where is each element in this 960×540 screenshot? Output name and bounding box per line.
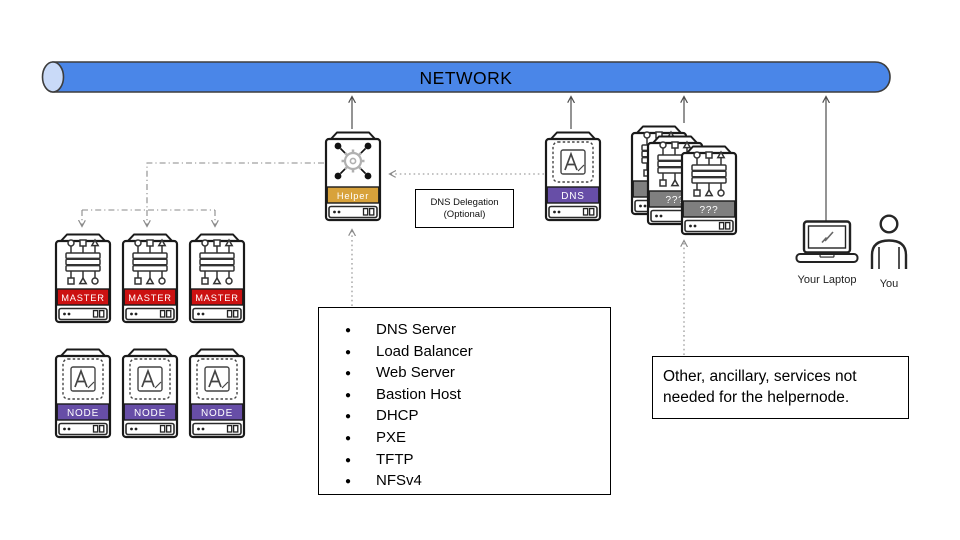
switch-icon bbox=[132, 238, 168, 285]
server-band bbox=[123, 403, 177, 421]
app-icon bbox=[552, 141, 594, 183]
server-chassis: ??? bbox=[680, 145, 738, 236]
server-drive-panel bbox=[548, 205, 598, 219]
server-band bbox=[190, 288, 244, 306]
server-drive-panel bbox=[58, 307, 108, 321]
server-label: NODE bbox=[134, 408, 166, 419]
server-drive-panel bbox=[58, 422, 108, 436]
helper-service-item: TFTP bbox=[345, 449, 610, 471]
server-label: NODE bbox=[201, 408, 233, 419]
network-pipe-cap bbox=[41, 61, 65, 93]
server-band bbox=[546, 186, 600, 204]
server-chassis: MASTER bbox=[121, 233, 179, 324]
dns-delegation-line: (Optional) bbox=[443, 209, 486, 220]
server-label: Helper bbox=[337, 191, 369, 201]
helper-service-item: DNS Server bbox=[345, 319, 610, 341]
helper-services-box: DNS ServerLoad BalancerWeb ServerBastion… bbox=[318, 307, 611, 495]
you-person: You bbox=[868, 214, 910, 290]
server-drive-panel bbox=[192, 307, 242, 321]
helper-service-item: Web Server bbox=[345, 362, 610, 384]
server-label: ??? bbox=[665, 195, 684, 206]
server-drive-panel bbox=[125, 422, 175, 436]
you-label: You bbox=[879, 278, 899, 290]
server-chassis: DNS bbox=[544, 131, 602, 222]
dns-delegation-note: DNS Delegation(Optional) bbox=[415, 189, 514, 228]
server-band bbox=[326, 186, 380, 204]
helper-service-item: Bastion Host bbox=[345, 384, 610, 406]
network-title: NETWORK bbox=[419, 68, 513, 88]
switch-icon bbox=[65, 238, 101, 285]
server-drive-panel bbox=[684, 219, 734, 233]
helper-service-item: NFSv4 bbox=[345, 470, 610, 492]
laptop: Your Laptop bbox=[795, 220, 859, 286]
app-icon bbox=[62, 358, 104, 400]
server-label: DNS bbox=[561, 191, 585, 202]
server-drive-panel bbox=[125, 307, 175, 321]
helper-service-item: PXE bbox=[345, 427, 610, 449]
server-chassis: MASTER bbox=[188, 233, 246, 324]
helper-service-item: DHCP bbox=[345, 405, 610, 427]
server-master-3: MASTER bbox=[188, 232, 246, 324]
server-label: ??? bbox=[699, 205, 718, 216]
gear-icon bbox=[334, 142, 372, 180]
server-chassis: Helper bbox=[324, 131, 382, 222]
server-drive-panel bbox=[328, 205, 378, 219]
server-master-1: MASTER bbox=[54, 232, 112, 324]
server-label: MASTER bbox=[61, 293, 105, 303]
server-node-1: NODE bbox=[54, 347, 112, 439]
server-drive-panel bbox=[192, 422, 242, 436]
server-chassis: MASTER bbox=[54, 233, 112, 324]
server-chassis: NODE bbox=[121, 348, 179, 439]
server-band bbox=[56, 403, 110, 421]
ancillary-note: Other, ancillary, services not needed fo… bbox=[652, 356, 909, 419]
helper-service-item: Load Balancer bbox=[345, 341, 610, 363]
person-icon bbox=[870, 214, 908, 269]
laptop-label: Your Laptop bbox=[797, 274, 857, 286]
server-dns: DNS bbox=[544, 130, 602, 222]
app-icon bbox=[196, 358, 238, 400]
laptop-icon bbox=[795, 220, 859, 263]
server-band bbox=[56, 288, 110, 306]
server-label: MASTER bbox=[128, 293, 172, 303]
server-label: NODE bbox=[67, 408, 99, 419]
server-node-3: NODE bbox=[188, 347, 246, 439]
switch-icon bbox=[691, 150, 727, 197]
connector-helper-masters bbox=[82, 162, 324, 226]
server-label: MASTER bbox=[195, 293, 239, 303]
helper-services-list: DNS ServerLoad BalancerWeb ServerBastion… bbox=[319, 308, 610, 492]
server-band bbox=[123, 288, 177, 306]
server-helper: Helper bbox=[324, 130, 382, 222]
network-pipe bbox=[41, 61, 891, 93]
server-band bbox=[190, 403, 244, 421]
network-pipe-body bbox=[52, 61, 891, 93]
server-master-2: MASTER bbox=[121, 232, 179, 324]
app-icon bbox=[129, 358, 171, 400]
server-chassis: NODE bbox=[54, 348, 112, 439]
switch-icon bbox=[199, 238, 235, 285]
server-unknown-3: ??? bbox=[680, 144, 738, 236]
server-node-2: NODE bbox=[121, 347, 179, 439]
server-chassis: NODE bbox=[188, 348, 246, 439]
dns-delegation-line: DNS Delegation bbox=[430, 197, 499, 208]
server-band bbox=[682, 200, 736, 218]
